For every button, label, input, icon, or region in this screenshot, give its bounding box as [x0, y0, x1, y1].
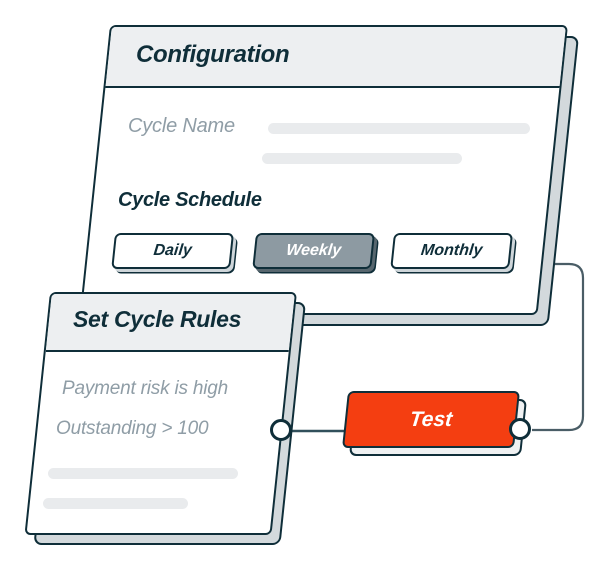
- rule-skeleton-line-1: [48, 468, 238, 479]
- cycle-schedule-label: Cycle Schedule: [118, 189, 262, 211]
- cycle-name-label: Cycle Name: [128, 115, 235, 137]
- test-button[interactable]: Test: [342, 391, 520, 448]
- set-cycle-rules-title: Set Cycle Rules: [73, 306, 242, 332]
- schedule-option-monthly[interactable]: Monthly: [390, 233, 513, 269]
- schedule-option-weekly[interactable]: Weekly: [252, 233, 375, 269]
- rule-skeleton-line-2: [43, 498, 188, 509]
- rule-text-1: Payment risk is high: [62, 378, 229, 399]
- test-node: Test: [342, 391, 527, 456]
- cycle-name-input-skeleton: [268, 123, 530, 134]
- configuration-title: Configuration: [136, 41, 290, 68]
- cycle-name-input-skeleton-2: [262, 153, 462, 164]
- configuration-card: Configuration Cycle Name Cycle Schedule …: [79, 25, 579, 326]
- schedule-option-daily[interactable]: Daily: [111, 233, 234, 269]
- connector-config-to-test: [520, 262, 585, 432]
- rule-text-2: Outstanding > 100: [56, 418, 209, 439]
- set-cycle-rules-card: Set Cycle Rules Payment risk is high Out…: [24, 292, 307, 545]
